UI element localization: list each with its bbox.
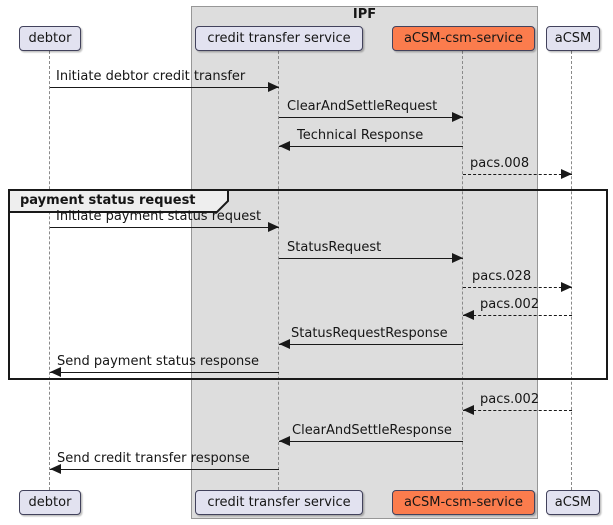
message-label: Send credit transfer response <box>57 451 250 466</box>
lifeline-acsm <box>571 51 572 490</box>
participant-acsm-bottom: aCSM <box>546 490 600 515</box>
message-line <box>463 174 572 175</box>
ipf-group-title: IPF <box>352 7 377 22</box>
message-label: ClearAndSettleResponse <box>292 423 452 438</box>
arrowhead-left-icon <box>50 367 61 377</box>
arrowhead-right-icon <box>561 282 572 292</box>
arrowhead-left-icon <box>279 141 290 151</box>
ipf-group-box <box>191 6 538 519</box>
lifeline-debtor <box>49 51 50 490</box>
participant-credit-transfer-service-top: credit transfer service <box>195 26 363 51</box>
participant-acsm-csm-service-bottom: aCSM-csm-service <box>392 490 535 515</box>
lifeline-credit-transfer-service <box>278 51 279 490</box>
arrowhead-right-icon <box>561 169 572 179</box>
message-label: pacs.002 <box>480 392 540 407</box>
message-label: Initiate debtor credit transfer <box>56 69 246 84</box>
message-line <box>50 227 279 228</box>
arrowhead-left-icon <box>463 405 474 415</box>
message-label: StatusRequest <box>287 240 382 255</box>
participant-debtor-top: debtor <box>19 26 81 51</box>
arrowhead-left-icon <box>279 339 290 349</box>
message-line <box>50 87 279 88</box>
arrowhead-right-icon <box>268 82 279 92</box>
lifeline-acsm-csm-service <box>462 51 463 490</box>
message-line <box>279 146 463 147</box>
message-label: pacs.008 <box>470 156 530 171</box>
participant-acsm-top: aCSM <box>546 26 600 51</box>
arrowhead-left-icon <box>279 436 290 446</box>
message-line <box>279 258 463 259</box>
arrowhead-right-icon <box>268 222 279 232</box>
message-line <box>50 372 279 373</box>
message-line <box>463 410 572 411</box>
frame-payment-status-request <box>8 189 608 380</box>
arrowhead-left-icon <box>50 464 61 474</box>
frame-label-shape <box>8 189 229 213</box>
participant-debtor-bottom: debtor <box>19 490 81 515</box>
message-label: ClearAndSettleRequest <box>287 99 438 114</box>
participant-acsm-csm-service-top: aCSM-csm-service <box>392 26 535 51</box>
message-label: Technical Response <box>297 128 424 143</box>
arrowhead-left-icon <box>463 310 474 320</box>
participant-credit-transfer-service-bottom: credit transfer service <box>195 490 363 515</box>
message-line <box>463 315 572 316</box>
message-line <box>279 117 463 118</box>
arrowhead-right-icon <box>452 253 463 263</box>
frame-label: payment status request <box>20 193 196 208</box>
message-label: Send payment status response <box>57 354 260 369</box>
message-label: StatusRequestResponse <box>291 326 448 341</box>
message-label: Initiate payment status request <box>56 209 262 224</box>
message-line <box>50 469 279 470</box>
message-line <box>279 344 463 345</box>
arrowhead-right-icon <box>452 112 463 122</box>
message-label: pacs.028 <box>472 269 532 284</box>
message-line <box>279 441 463 442</box>
message-line <box>463 287 572 288</box>
message-label: pacs.002 <box>480 297 540 312</box>
